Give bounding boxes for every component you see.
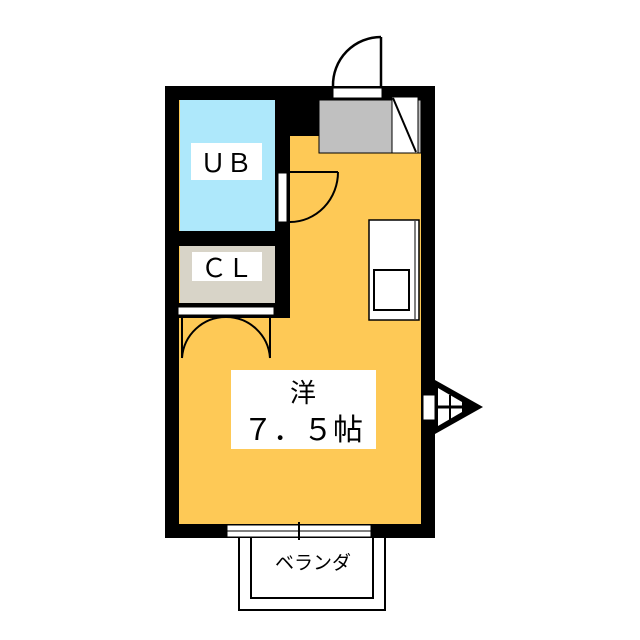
partition-block [275, 86, 325, 136]
western-label-type: 洋 [290, 379, 316, 409]
closet-door-strip [177, 306, 275, 316]
balcony-window[interactable] [226, 522, 372, 540]
closet-doors[interactable] [181, 315, 271, 359]
shoe-cabinet [391, 96, 419, 154]
bath-door-frame [277, 172, 288, 223]
entrance-door[interactable] [331, 35, 383, 87]
entrance-door-gap [332, 87, 383, 99]
bath-closet-wall [179, 231, 279, 246]
western-label-size: ７．５帖 [243, 413, 363, 448]
sink [373, 269, 410, 311]
bath-door[interactable] [289, 171, 339, 223]
bay-window-icon [435, 380, 483, 434]
veranda-label: ベランダ [275, 552, 351, 574]
bath-label-bg [191, 143, 262, 180]
closet-label: ＣＬ [201, 254, 253, 284]
veranda [238, 538, 386, 611]
bath-label: ＵＢ [200, 149, 252, 179]
kitchen-counter [368, 219, 420, 321]
closet-label-bg [192, 252, 262, 281]
western-label-bg [231, 370, 376, 449]
side-window[interactable] [422, 394, 436, 421]
